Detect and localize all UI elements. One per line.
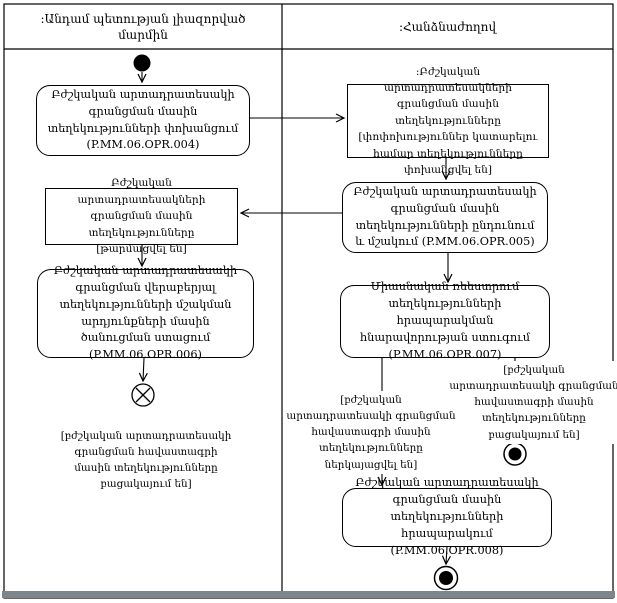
object-node-info-transferred: :Բժշկական արտադրատեսակների գրանցման մասի… — [347, 66, 549, 176]
initial-node-icon — [133, 54, 151, 72]
guard-label-info-missing-right: [բժշկական արտադրատեսակի գրանցման հավաստա… — [447, 361, 617, 444]
bottom-edge-bar — [2, 591, 615, 598]
edge-notification-to-flowfinal — [138, 357, 148, 383]
activity-label: Բժշկական արտադրատեսակի գրանցման մասին տե… — [355, 476, 539, 557]
activity-final-icon-bottom — [433, 565, 459, 591]
activity-node-publish-info: Բժշկական արտադրատեսակի գրանցման մասին տե… — [342, 476, 552, 557]
object-node-info-updated: Բժշկական արտադրատեսակների գրանցման մասին… — [45, 177, 238, 255]
guard-label-info-submitted: [բժշկական արտադրատեսակի գրանցման հավաստա… — [284, 391, 458, 474]
guard-label-info-missing-left: [բժշկական արտադրատեսակի գրանցման հավաստա… — [55, 427, 237, 494]
activity-node-receive-notification: Բժշկական արտադրատեսակի գրանցման վերաբերյ… — [37, 264, 254, 361]
object-label: :Բժշկական արտադրատեսակների գրանցման մասի… — [358, 65, 538, 177]
activity-label: Միասնական ռեեստրում տեղեկությունների հրա… — [360, 280, 530, 361]
activity-node-transfer-info: Բժշկական արտադրատեսակի գրանցման մասին տե… — [36, 85, 250, 156]
lane-title: :Անդամ պետության լիազորված մարմին — [40, 11, 246, 42]
activity-node-receive-process: Բժշկական արտադրատեսակի գրանցման մասին տե… — [342, 182, 548, 253]
activity-final-icon — [503, 442, 527, 466]
lane-title: :Հանձնաժողով — [398, 19, 497, 34]
lane-header-member-state: :Անդամ պետության լիազորված մարմին — [4, 5, 282, 49]
lane-header-commission: :Հանձնաժողով — [282, 5, 613, 49]
activity-label: Բժշկական արտադրատեսակի գրանցման մասին տե… — [47, 87, 239, 152]
activity-label: Բժշկական արտադրատեսակի գրանցման մասին տե… — [353, 184, 537, 249]
flow-final-icon — [131, 383, 155, 407]
edge-publish-to-final — [441, 546, 451, 566]
activity-label: Բժշկական արտադրատեսակի գրանցման վերաբերյ… — [53, 263, 238, 362]
object-label: Բժշկական արտադրատեսակների գրանցման մասին… — [77, 177, 206, 256]
activity-node-check-publication: Միասնական ռեեստրում տեղեկությունների հրա… — [340, 280, 550, 361]
